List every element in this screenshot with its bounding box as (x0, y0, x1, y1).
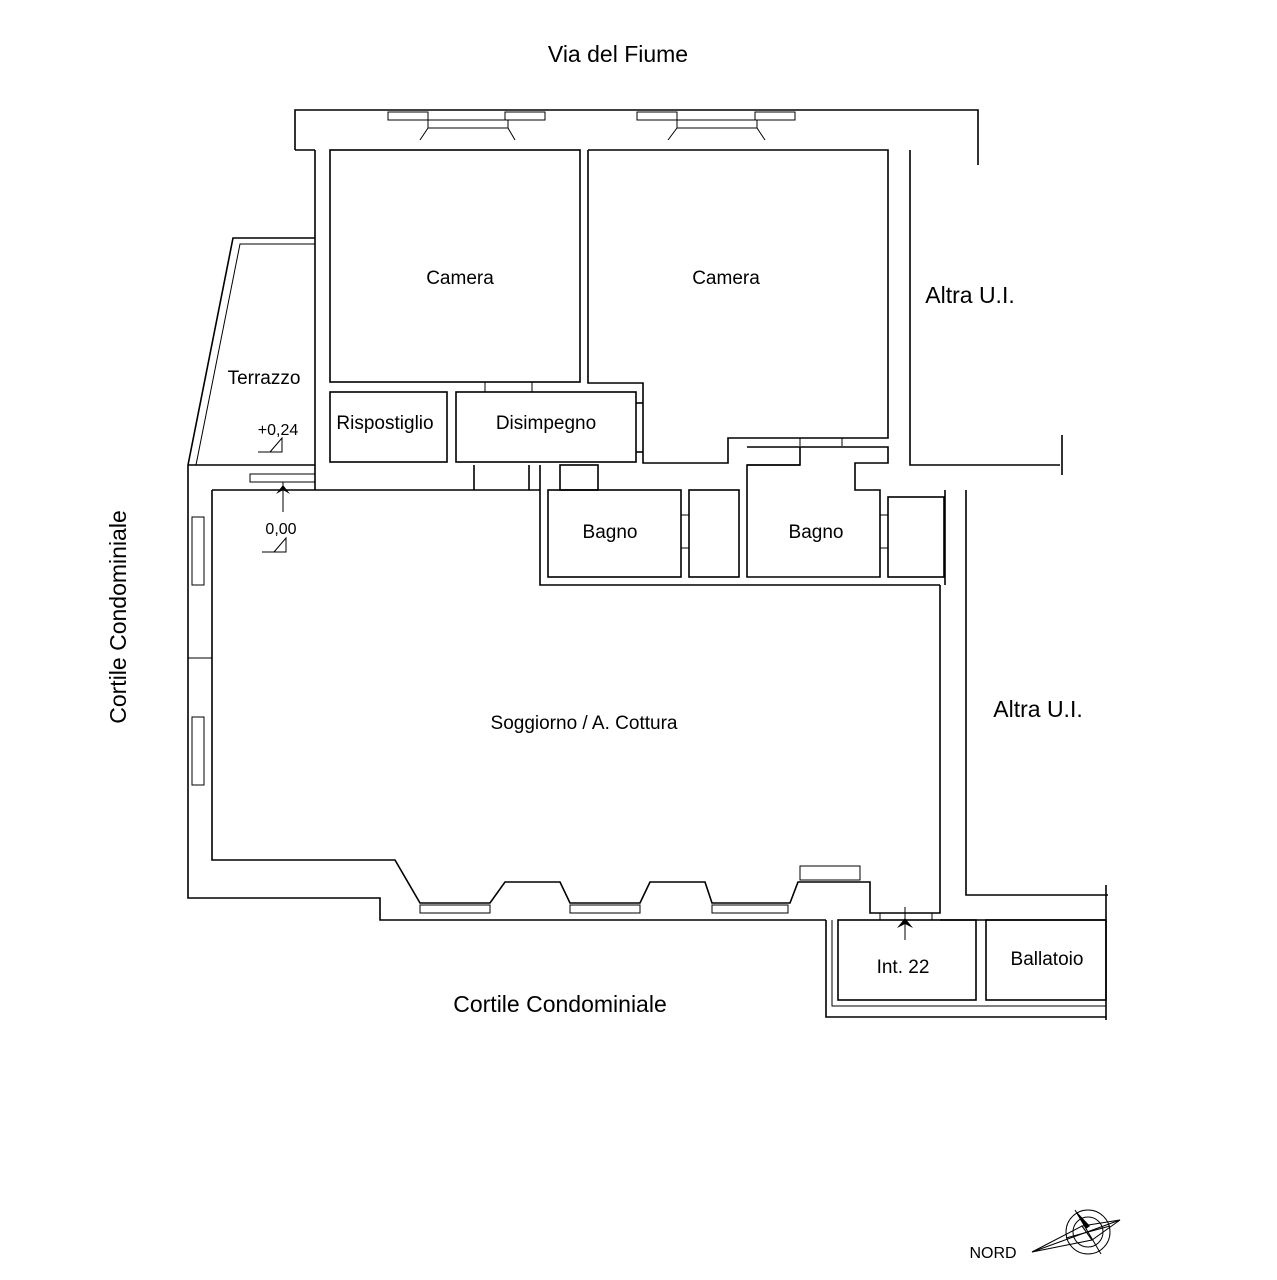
level-terrace-label: +0,24 (258, 422, 299, 439)
room-bagno-2: Bagno (789, 522, 844, 543)
terrace-walls (187, 237, 315, 466)
room-terrazzo: Terrazzo (228, 368, 301, 389)
level-mark-floor (262, 536, 287, 553)
bedroom-walls (329, 149, 889, 464)
neighbour-unit-upper: Altra U.I. (925, 282, 1014, 308)
street-top-label: Via del Fiume (548, 41, 688, 67)
room-camera-1: Camera (426, 268, 494, 289)
room-ripostiglio: Rispostiglio (336, 413, 433, 434)
courtyard-left-label: Cortile Condominiale (105, 510, 131, 724)
courtyard-bottom-label: Cortile Condominiale (453, 991, 667, 1017)
compass-icon (1031, 1209, 1121, 1255)
room-interno: Int. 22 (877, 957, 930, 978)
room-soggiorno: Soggiorno / A. Cottura (491, 713, 678, 734)
room-disimpegno: Disimpegno (496, 413, 596, 434)
windows (188, 111, 861, 914)
room-bagno-1: Bagno (583, 522, 638, 543)
room-ballatoio: Ballatoio (1011, 949, 1084, 970)
outer-walls (187, 109, 1108, 1020)
room-camera-2: Camera (692, 268, 760, 289)
entrance-walls (825, 913, 1107, 1018)
level-mark-terrace (258, 436, 283, 453)
neighbour-unit-lower: Altra U.I. (993, 696, 1082, 722)
compass-label: NORD (969, 1245, 1016, 1262)
entry-arrow-terrace (276, 482, 290, 512)
entry-arrow-main (897, 907, 913, 940)
service-walls (315, 391, 945, 586)
level-floor-label: 0,00 (265, 521, 296, 538)
